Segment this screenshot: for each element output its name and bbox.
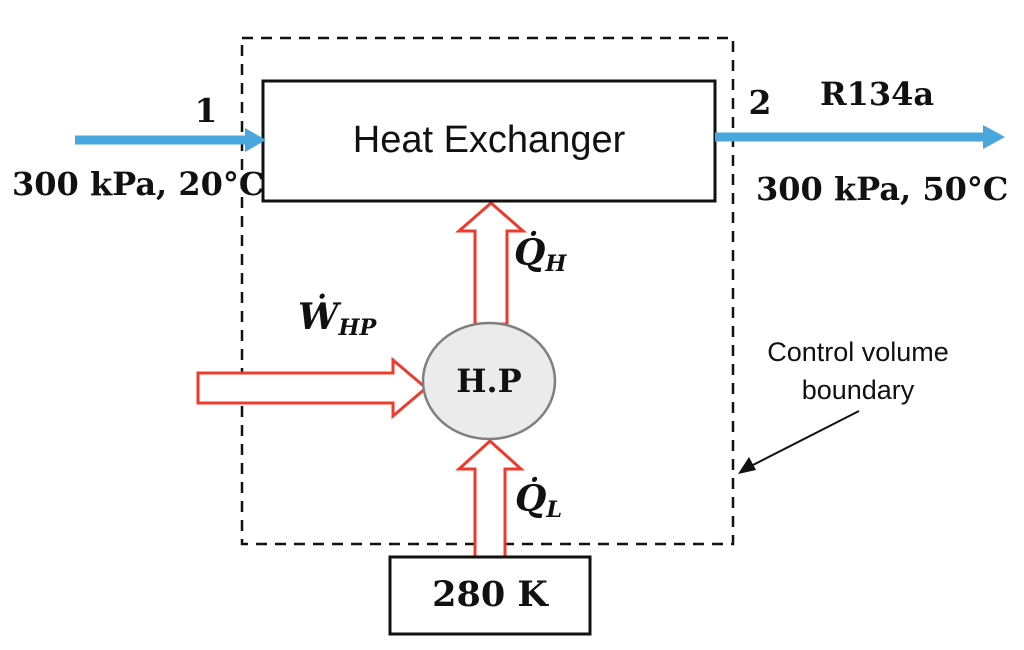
whp-subscript: HP bbox=[338, 315, 377, 342]
heat-pump-label: H.P bbox=[456, 362, 522, 400]
outlet-state-label: 300 kPa, 50°C bbox=[756, 170, 1009, 208]
heat-exchanger-box bbox=[261, 79, 717, 203]
qh-symbol: Q̇ bbox=[514, 232, 546, 274]
work-input-arrow bbox=[196, 356, 429, 420]
inlet-stream-number: 1 bbox=[194, 91, 218, 130]
qh-label: Q̇H bbox=[514, 232, 567, 278]
whp-label: ẆHP bbox=[298, 296, 377, 342]
ql-subscript: L bbox=[546, 497, 563, 524]
inlet-state-label: 300 kPa, 20°C bbox=[12, 165, 265, 203]
heat-pump-circle bbox=[421, 321, 557, 441]
ql-symbol: Q̇ bbox=[515, 478, 547, 520]
inlet-stream-arrow bbox=[75, 128, 266, 152]
cold-reservoir-label: 280 K bbox=[432, 574, 548, 616]
fluid-label: R134a bbox=[820, 75, 935, 113]
whp-symbol: Ẇ bbox=[298, 296, 339, 338]
qh-subscript: H bbox=[545, 251, 567, 278]
ql-label: Q̇L bbox=[515, 478, 563, 524]
control-volume-note-line1: Control volume bbox=[767, 337, 949, 367]
control-volume-note: Control volume boundary bbox=[743, 333, 973, 410]
heat-exchanger-label: Heat Exchanger bbox=[352, 119, 626, 162]
outlet-stream-number: 2 bbox=[748, 83, 772, 122]
cold-reservoir-box bbox=[388, 555, 592, 636]
boundary-pointer-arrow bbox=[738, 410, 860, 474]
heat-in-ql-arrow bbox=[455, 438, 525, 560]
control-volume-note-line2: boundary bbox=[801, 375, 915, 406]
outlet-stream-arrow bbox=[715, 125, 1005, 149]
heat-out-qh-arrow bbox=[455, 201, 527, 326]
